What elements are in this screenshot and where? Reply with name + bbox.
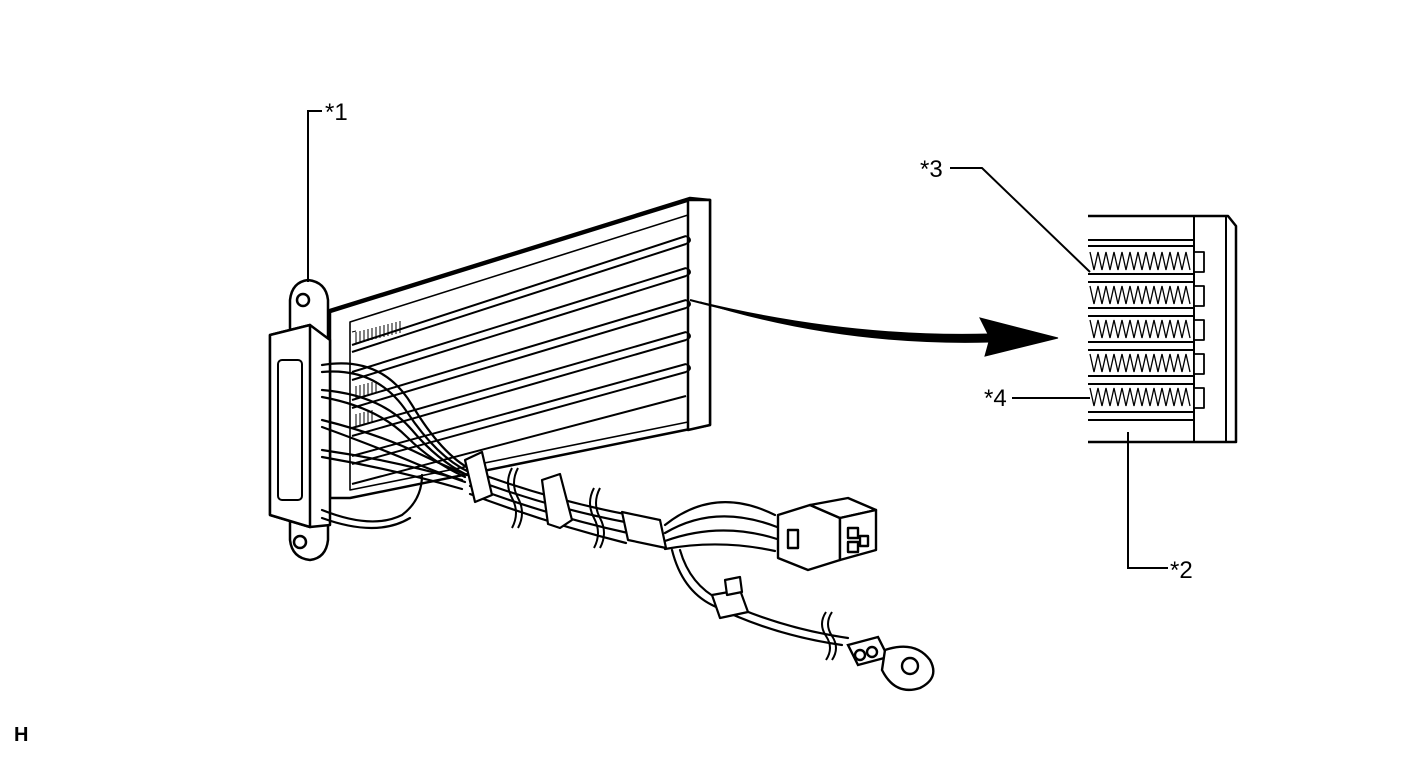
- heater-core-fins: [351, 321, 401, 426]
- electrical-connector: [776, 496, 878, 572]
- mounting-bracket: [268, 278, 332, 562]
- callout-label-1: *1: [325, 99, 348, 126]
- harness-clamps: [463, 450, 750, 620]
- detail-view: [1088, 214, 1238, 444]
- wire-break-marks: [507, 467, 837, 661]
- ground-terminal: [846, 635, 935, 692]
- heater-core-body: [328, 196, 712, 500]
- heater-core-tubes: [351, 235, 691, 485]
- callout-label-4: *4: [984, 385, 1007, 412]
- callout-label-2: *2: [1170, 557, 1193, 584]
- callout-leaders: [307, 110, 1168, 569]
- detail-arrow: [689, 299, 1059, 357]
- detail-fins: [1089, 251, 1191, 407]
- callout-label-3: *3: [920, 156, 943, 183]
- corner-code: H: [14, 724, 28, 746]
